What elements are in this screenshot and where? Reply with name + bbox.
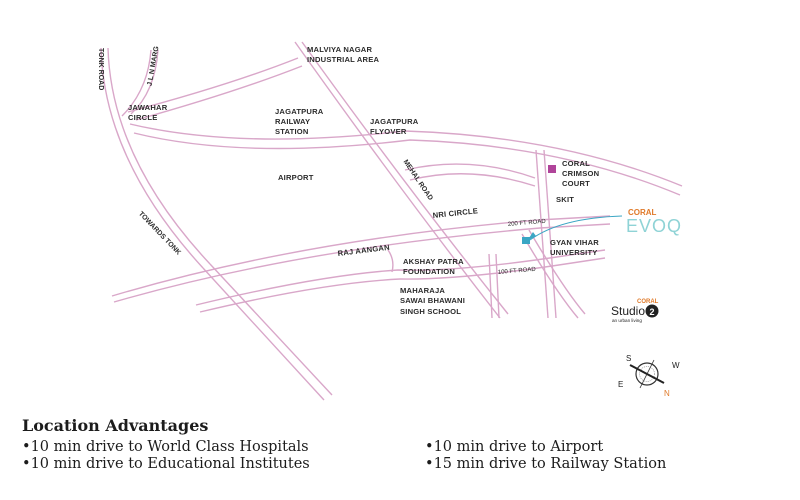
evoq-pointer-line: [529, 215, 623, 241]
road-100ft: [195, 249, 606, 306]
coral-studio2-logo: CORAL Studio 2 an urban living: [611, 299, 659, 323]
studio-digit-badge: [645, 304, 659, 318]
location-advantages: Location Advantages 10 min drive to Worl…: [22, 416, 792, 472]
label-jagatpura-flyover: JAGATPURA FLYOVER: [370, 117, 421, 136]
road-mehal: [294, 41, 501, 319]
road-jagatpura-flyover: [129, 123, 683, 187]
label-jagatpura-station: JAGATPURA RAILWAY STATION: [275, 107, 326, 136]
road-tonk-south: [202, 267, 325, 401]
advantage-item: 10 min drive to World Class Hospitals: [22, 439, 425, 455]
studio-tagline: an urban living: [612, 318, 642, 323]
location-map: MALVIYA NAGAR INDUSTRIAL AREA TONK ROAD …: [97, 41, 683, 401]
advantage-item: 15 min drive to Railway Station: [425, 456, 785, 472]
coral-crimson-marker: [548, 165, 556, 173]
label-skit: SKIT: [556, 195, 574, 204]
compass-icon: S W E N: [618, 354, 680, 398]
road-tonk: [100, 47, 204, 269]
road-network: [100, 41, 683, 401]
label-tonk-road: TONK ROAD: [97, 48, 104, 90]
road-maharaja: [488, 253, 493, 319]
label-akshay-patra-foundation: AKSHAY PATRA FOUNDATION: [403, 257, 466, 276]
road-east-link: [404, 163, 536, 179]
advantage-item: 10 min drive to Airport: [425, 439, 785, 455]
road-akshay-link: [387, 249, 394, 273]
location-advantages-list: 10 min drive to World Class Hospitals 10…: [22, 439, 792, 472]
road-jln-marg: [121, 49, 152, 117]
label-airport: AIRPORT: [278, 173, 314, 182]
road-skit: [535, 149, 549, 319]
label-maharaja-school: MAHARAJA SAWAI BHAWANI SINGH SCHOOL: [400, 286, 467, 316]
coral-evoq-logo: CORAL EVOQ: [626, 208, 682, 236]
compass-e-label: E: [618, 380, 623, 389]
advantage-item: 10 min drive to Educational Institutes: [22, 456, 425, 472]
studio-digit: 2: [649, 307, 654, 317]
compass-n-label: N: [664, 389, 670, 398]
label-nri-circle: NRI CIRCLE: [432, 206, 478, 220]
label-jawahar-circle: JAWAHAR CIRCLE: [128, 103, 170, 122]
location-advantages-title: Location Advantages: [22, 416, 209, 435]
label-towards-tonk: TOWARDS TONK: [137, 210, 182, 256]
road-200ft: [111, 215, 611, 297]
road-gyan-vihar: [521, 233, 579, 319]
label-100ft-road: 100 FT ROAD: [498, 267, 537, 276]
compass-s-label: S: [626, 354, 631, 363]
label-gyan-vihar-university: GYAN VIHAR UNIVERSITY: [550, 238, 601, 257]
label-malviya-nagar: MALVIYA NAGAR INDUSTRIAL AREA: [307, 45, 380, 64]
studio-coral-small-label: CORAL: [637, 299, 659, 305]
coral-evoq-marker: [522, 237, 530, 244]
evoq-wordmark: EVOQ: [626, 216, 682, 236]
label-coral-crimson-court: CORAL CRIMSON COURT: [562, 159, 602, 188]
road-malviya: [127, 57, 299, 113]
coral-evoq-small-label: CORAL: [628, 208, 657, 217]
studio-wordmark: Studio: [611, 304, 645, 318]
label-raj-aangan: RAJ AANGAN: [337, 243, 390, 258]
label-200ft-road: 200 FT ROAD: [508, 219, 547, 228]
compass-w-label: W: [672, 361, 680, 370]
